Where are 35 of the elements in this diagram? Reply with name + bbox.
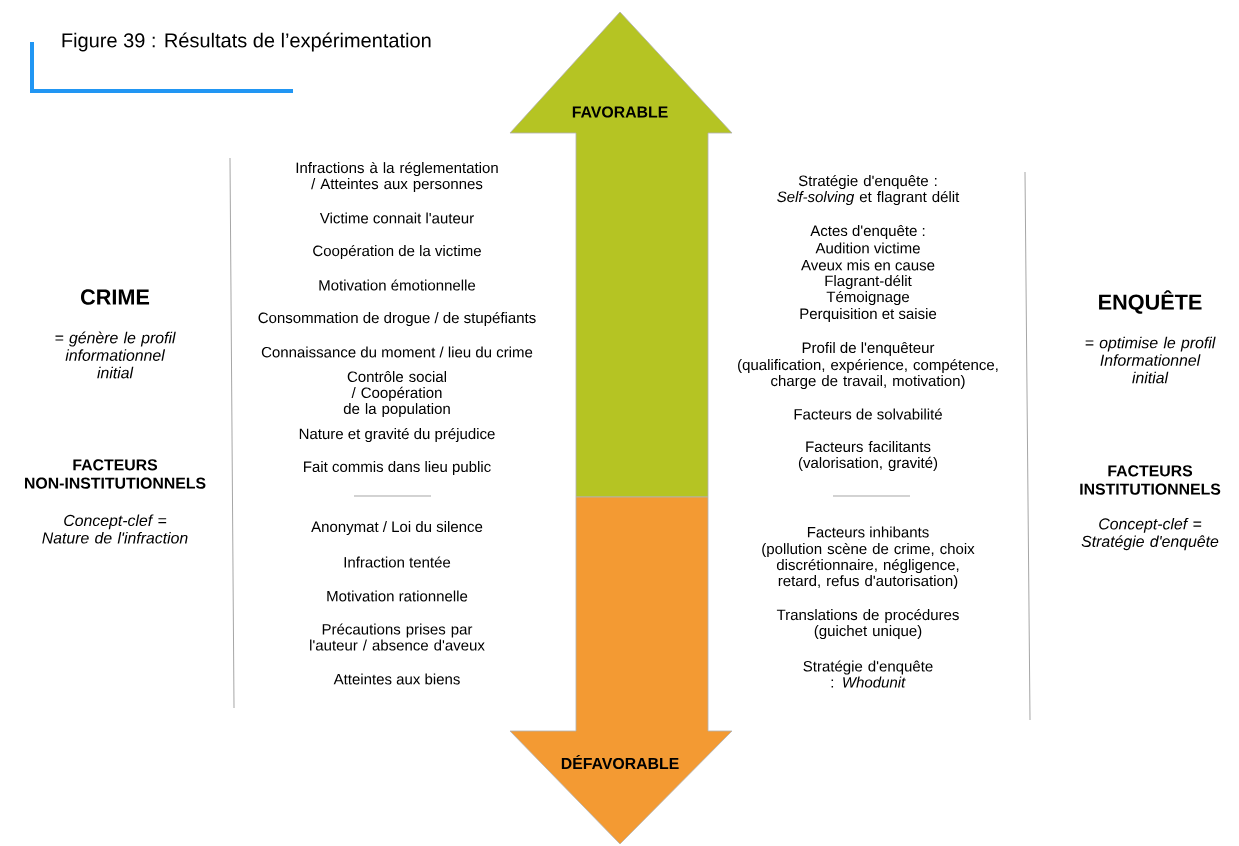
arrow-segment: DÉFAVORABLE xyxy=(509,496,733,845)
factor-text: Infraction tentée xyxy=(344,556,451,568)
factor-text: Précautions prises par l'auteur / absence d'aveux xyxy=(310,623,485,651)
title: Figure 39 : Résultats de l’expérimentation xyxy=(62,32,431,52)
subtitle-text: = génère le profil informationnel initial xyxy=(55,331,176,379)
subtitle-text: = optimise le profil Informationnel initial xyxy=(1085,336,1216,384)
factor-text: Fait commis dans lieu public xyxy=(304,461,491,475)
factor-text: Perquisition et saisie xyxy=(800,308,937,322)
factor-text: Motivation émotionnelle xyxy=(319,279,476,291)
concept-text: Concept-clef = Stratégie d'enquête xyxy=(1081,517,1219,551)
factor-text: Profil de l'enquêteur xyxy=(802,342,935,356)
factor-text: Facteurs inhibants xyxy=(807,526,929,538)
factor-text: Nature et gravité du préjudice xyxy=(299,427,495,443)
factor-text: Flagrant-délit xyxy=(825,274,912,290)
heading: CRIME xyxy=(81,289,150,305)
factor-text: Translations de procédures (guichet unique) xyxy=(776,608,959,640)
factor-text: Actes d'enquête : xyxy=(810,225,925,239)
factor-text: Coopération de la victime xyxy=(313,244,481,260)
factor-text: Facteurs facilitants (valorisation, gravité) xyxy=(798,441,938,471)
factor-text: Contrôle social / Coopération de la population xyxy=(343,371,450,417)
factor-text: Audition victime xyxy=(815,242,920,254)
factor-text: Témoignage xyxy=(826,290,910,306)
factor-text: (pollution scène de crime, choix discrétionnaire, négligence, retard, refus d'autorisation) xyxy=(762,542,975,590)
heading: FACTEURS INSTITUTIONNELS xyxy=(1080,465,1221,495)
factor-text: Stratégie d'enquête : Whodunit xyxy=(803,660,933,688)
factor-text: Anonymat / Loi du silence xyxy=(311,521,483,535)
factor-text: Victime connait l'auteur xyxy=(319,212,474,224)
heading: ENQUÊTE xyxy=(1099,290,1202,314)
factor-text: Motivation rationnelle xyxy=(327,590,468,602)
heading: FACTEURS NON-INSTITUTIONNELS xyxy=(25,459,206,489)
factor-text: Facteurs de solvabilité xyxy=(794,408,942,420)
concept-text: Concept-clef = Nature de l'infraction xyxy=(42,514,188,544)
factor-text: Aveux mis en cause xyxy=(801,259,935,271)
factor-text: Atteintes aux biens xyxy=(333,673,460,685)
factor-text: Stratégie d'enquête : Self-solving et flagrant délit xyxy=(777,174,960,206)
